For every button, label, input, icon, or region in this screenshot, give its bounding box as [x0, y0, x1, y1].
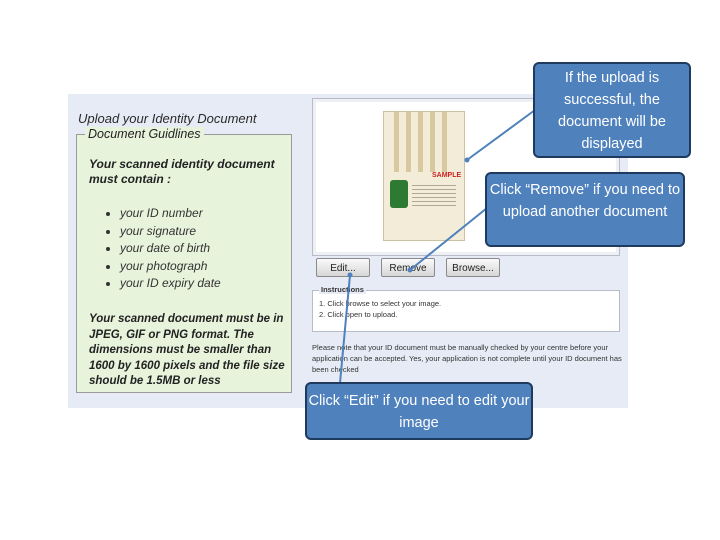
list-item: your signature — [120, 223, 221, 241]
doc-stripe — [430, 112, 435, 172]
list-item: your photograph — [120, 258, 221, 276]
instructions-legend: Instructions — [319, 285, 366, 294]
leader-dot — [347, 272, 353, 278]
leader-line-uploaded — [466, 109, 536, 161]
guidelines-list: your ID number your signature your date … — [105, 205, 221, 293]
leader-line-edit — [339, 274, 351, 384]
id-document-image: SAMPLE — [383, 111, 465, 241]
instruction-step: 2. Click open to upload. — [319, 310, 398, 319]
format-requirements: Your scanned document must be in JPEG, G… — [89, 313, 285, 387]
doc-stripe — [394, 112, 399, 172]
list-item: your date of birth — [120, 240, 221, 258]
edit-button[interactable]: Edit... — [316, 258, 370, 277]
leader-line-remove — [409, 207, 488, 271]
doc-stripe — [442, 112, 447, 172]
callout-edit: Click “Edit” if you need to edit your im… — [305, 382, 533, 440]
verification-note: Please note that your ID document must b… — [312, 343, 622, 374]
callout-upload-success: If the upload is successful, the documen… — [533, 62, 691, 158]
instructions-box: Instructions 1. Click browse to select y… — [312, 285, 620, 332]
doc-photo — [390, 180, 408, 208]
leader-dot — [407, 267, 413, 273]
sample-stamp: SAMPLE — [432, 172, 462, 179]
guidelines-intro: Your scanned identity document must cont… — [89, 157, 275, 186]
doc-stripe — [406, 112, 411, 172]
leader-dot — [464, 157, 470, 163]
instruction-step: 1. Click browse to select your image. — [319, 299, 442, 308]
panel-title: Upload your Identity Document — [78, 111, 257, 126]
browse-button[interactable]: Browse... — [446, 258, 500, 277]
document-guidelines: Document Guidlines Your scanned identity… — [76, 127, 292, 393]
list-item: your ID expiry date — [120, 275, 221, 293]
guidelines-legend: Document Guidlines — [85, 127, 204, 141]
list-item: your ID number — [120, 205, 221, 223]
callout-remove: Click “Remove” if you need to upload ano… — [485, 172, 685, 247]
doc-text-lines — [412, 182, 456, 208]
doc-stripe — [418, 112, 423, 172]
